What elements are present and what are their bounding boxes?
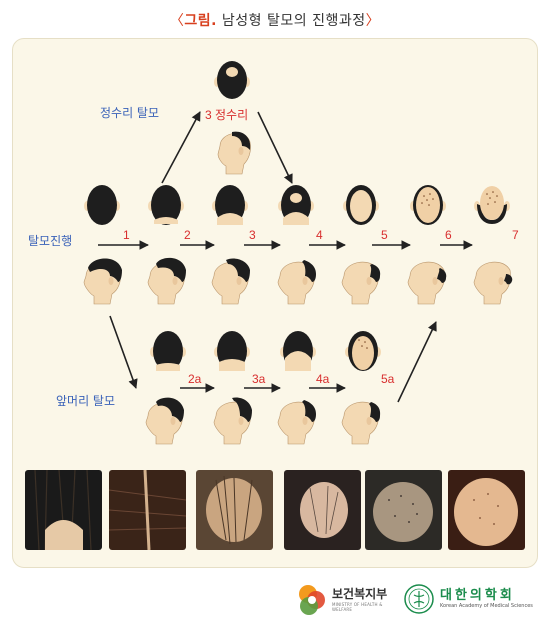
stage-5-number: 5 bbox=[381, 228, 388, 242]
stage-6-top-head bbox=[410, 184, 446, 226]
stage-2a-top-head bbox=[150, 330, 186, 372]
section-frontal-label: 앞머리 탈모 bbox=[56, 394, 116, 408]
stage-2-top-head bbox=[148, 184, 184, 226]
kams-logo: 대한의학회 Korean Academy of Medical Sciences bbox=[404, 582, 536, 620]
stage-5a-number: 5a bbox=[381, 372, 395, 386]
stage-4-profile-head bbox=[274, 252, 320, 306]
ministry-logo: 보건복지부 MINISTRY OF HEALTH & WELFARE bbox=[296, 582, 396, 620]
stage-3-number: 3 bbox=[249, 228, 256, 242]
stage-4a-number: 4a bbox=[316, 372, 330, 386]
stage-3a-top-head bbox=[214, 330, 250, 372]
hair-photo-1-icon bbox=[25, 470, 102, 550]
kams-subtitle: Korean Academy of Medical Sciences bbox=[440, 603, 533, 609]
stage-5-top-head bbox=[343, 184, 379, 226]
ministry-emblem-icon bbox=[299, 585, 325, 615]
photo-2 bbox=[109, 470, 186, 550]
title-text: 남성형 탈모의 진행과정 bbox=[216, 13, 366, 29]
stage-4a-profile-head bbox=[274, 392, 320, 446]
vertex-stage-label: 3 정수리 bbox=[205, 108, 249, 122]
stage-3a-number: 3a bbox=[252, 372, 266, 386]
stage-2-profile-head bbox=[144, 252, 190, 306]
photo-6 bbox=[448, 470, 525, 550]
kams-seal-icon bbox=[404, 584, 434, 614]
figure-title: 〈그림. 남성형 탈모의 진행과정〉 bbox=[0, 10, 550, 30]
section-vertex-label: 정수리 탈모 bbox=[100, 106, 160, 120]
hair-photo-4-icon bbox=[284, 470, 361, 550]
stage-5a-profile-head bbox=[338, 392, 384, 446]
stage-4-number: 4 bbox=[316, 228, 323, 242]
stage-3a-profile-head bbox=[210, 392, 256, 446]
stage-2a-profile-head bbox=[142, 392, 188, 446]
stage-6-profile-head bbox=[404, 252, 450, 306]
stage-7-number: 7 bbox=[512, 228, 519, 242]
kams-name: 대한의학회 bbox=[440, 588, 515, 603]
stage-1-number: 1 bbox=[123, 228, 130, 242]
stage-7-profile-head bbox=[470, 252, 516, 306]
hair-photo-6-icon bbox=[448, 470, 525, 550]
section-progression-label: 탈모진행 bbox=[28, 234, 73, 248]
stage-4-top-head bbox=[278, 184, 314, 226]
stage-2-number: 2 bbox=[184, 228, 191, 242]
stage-7-top-head bbox=[474, 184, 510, 226]
stage-6-number: 6 bbox=[445, 228, 452, 242]
photo-4 bbox=[284, 470, 361, 550]
photo-3 bbox=[196, 470, 273, 550]
stage-5-profile-head bbox=[338, 252, 384, 306]
stage-3-top-head bbox=[212, 184, 248, 226]
vertex-top-head bbox=[214, 60, 250, 100]
title-bracket-close: 〉 bbox=[365, 13, 381, 29]
stage-4a-top-head bbox=[280, 330, 316, 372]
photo-5 bbox=[365, 470, 442, 550]
hair-photo-5-icon bbox=[365, 470, 442, 550]
stage-2a-number: 2a bbox=[188, 372, 202, 386]
stage-1-profile-head bbox=[80, 252, 126, 306]
hair-photo-2-icon bbox=[109, 470, 186, 550]
title-bracket-open: 〈 bbox=[169, 13, 185, 29]
hair-photo-3-icon bbox=[196, 470, 273, 550]
vertex-profile-head bbox=[212, 124, 256, 176]
photo-1 bbox=[25, 470, 102, 550]
footer-logos: 보건복지부 MINISTRY OF HEALTH & WELFARE 대한의학회… bbox=[296, 578, 536, 624]
ministry-subtitle: MINISTRY OF HEALTH & WELFARE bbox=[332, 602, 383, 612]
stage-3-profile-head bbox=[208, 252, 254, 306]
ministry-name: 보건복지부 bbox=[332, 587, 388, 601]
stage-1-top-head bbox=[84, 184, 120, 226]
stage-5a-top-head bbox=[345, 330, 381, 372]
title-label: 그림. bbox=[184, 13, 217, 29]
